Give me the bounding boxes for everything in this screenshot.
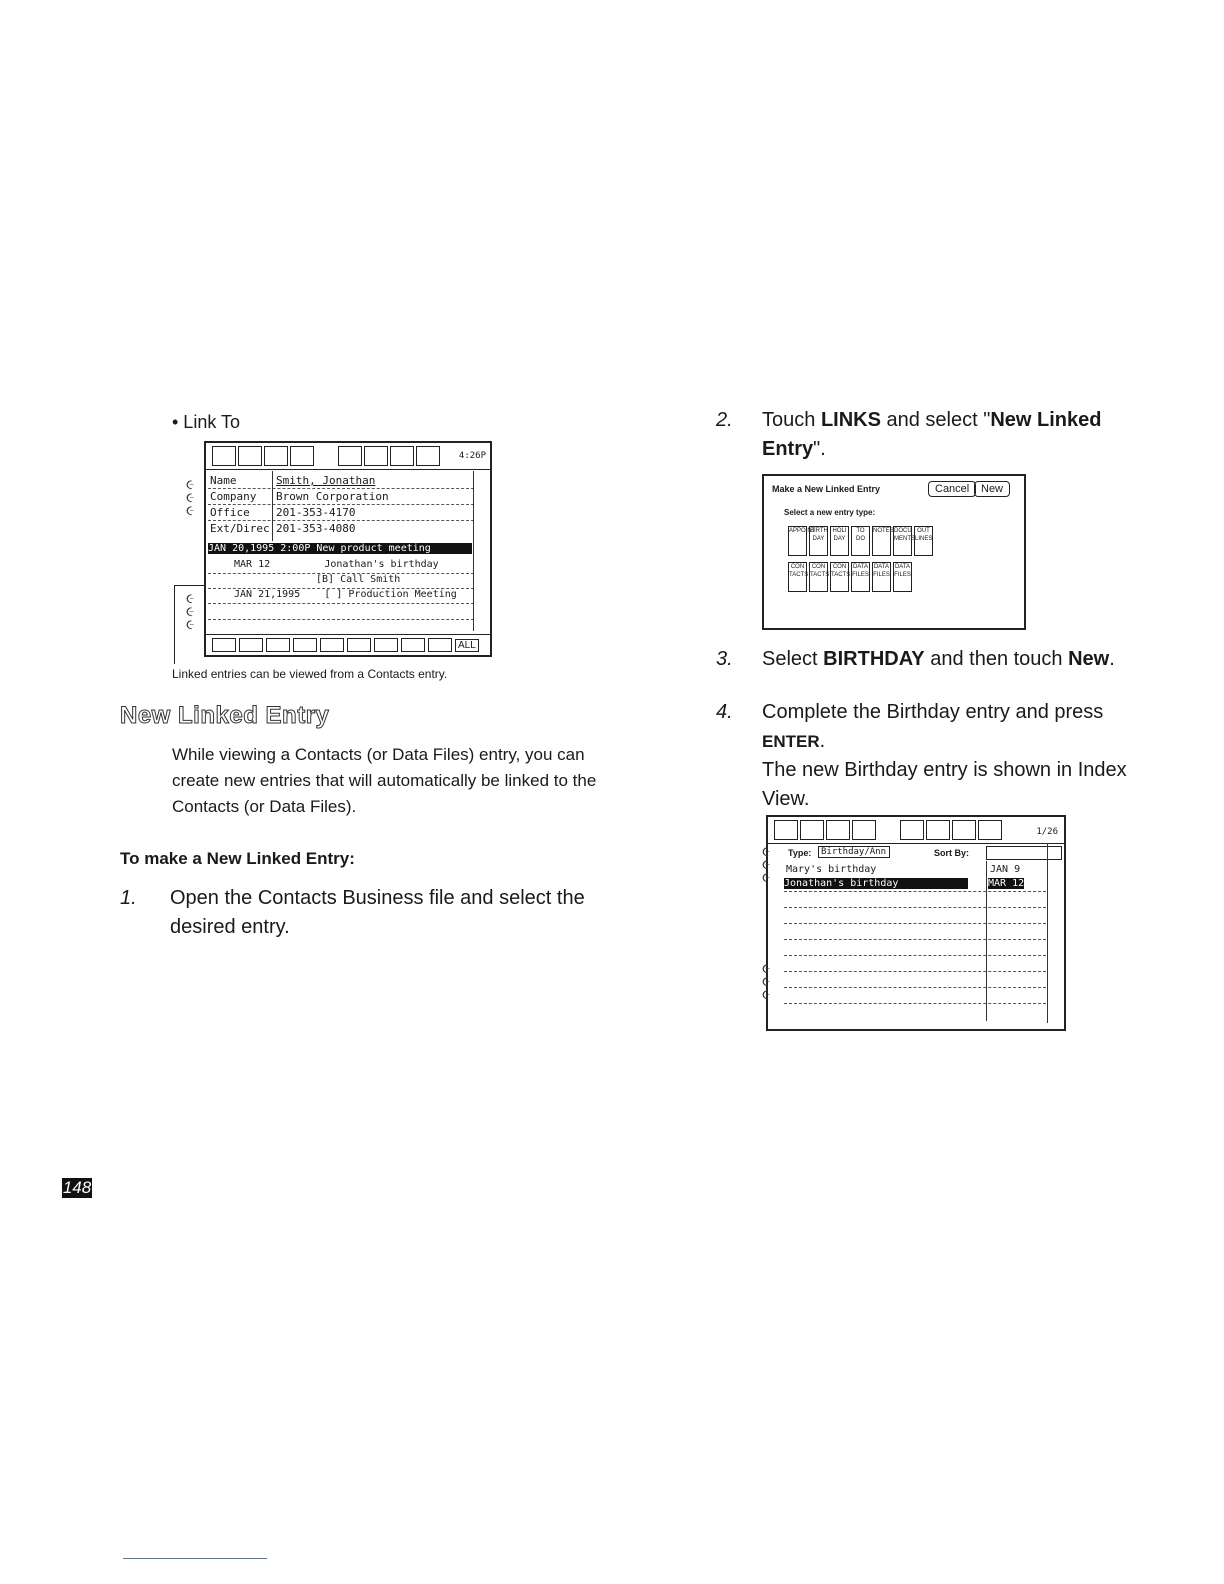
todo-icon	[293, 638, 317, 652]
step-number: 3.	[716, 648, 733, 670]
callout-bracket	[174, 585, 205, 664]
field-ext-label: Ext/Direc	[210, 522, 270, 535]
datafiles-icon	[347, 638, 371, 652]
contacts-entry-screenshot: 4:26P Name Smith, Jonathan Company Brown…	[204, 441, 492, 657]
scrollbar	[473, 471, 490, 631]
links-icon	[826, 820, 850, 840]
index-icon	[212, 446, 236, 466]
scrollbar	[1047, 843, 1064, 1023]
page-number: 148	[62, 1178, 92, 1198]
contacts-type-icon: CON TACTS	[788, 562, 808, 592]
step-number: 4.	[716, 701, 733, 723]
documents-type-icon: DOCU MENTS	[893, 526, 915, 556]
section-heading: New Linked Entry	[119, 702, 330, 730]
clock: 4:26P	[458, 451, 486, 461]
file-icon	[390, 446, 414, 466]
all-filter: ALL	[455, 638, 479, 652]
todo-type-icon: TO DO	[851, 526, 870, 556]
field-company-label: Company	[210, 490, 257, 503]
link-row: JAN 21,1995 [ ] Production Meeting	[234, 589, 457, 600]
toolbar: 4:26P	[206, 443, 490, 470]
appointment-type-icon: APPOINT	[788, 526, 815, 556]
send-icon	[416, 446, 440, 466]
notes-icon	[374, 638, 398, 652]
list-item-date: MAR 12	[988, 878, 1025, 889]
birthday-type-icon: BIRTH DAY	[809, 526, 828, 556]
new-linked-entry-dialog-screenshot: Make a New Linked Entry Cancel New Selec…	[762, 474, 1026, 630]
toolbar: 1/26	[768, 817, 1064, 844]
notes-type-icon: NOTES	[872, 526, 894, 556]
new-button: New	[974, 481, 1011, 497]
appointment-icon	[212, 638, 236, 652]
linked-icon	[364, 446, 388, 466]
outlines-icon	[428, 638, 452, 652]
cancel-button: Cancel	[928, 481, 977, 497]
figure-caption: Linked entries can be viewed from a Cont…	[172, 667, 448, 681]
dialog-title: Make a New Linked Entry	[772, 484, 881, 494]
filter-icon	[800, 820, 824, 840]
field-name-value: Smith, Jonathan	[276, 474, 376, 487]
field-office-label: Office	[210, 506, 250, 519]
links-icon	[264, 446, 288, 466]
linked-icon	[926, 820, 950, 840]
setup-icon	[852, 820, 876, 840]
edit-icon	[900, 820, 924, 840]
step-number: 1.	[120, 887, 137, 909]
divider	[123, 1558, 267, 1559]
holiday-icon	[266, 638, 290, 652]
index-view-screenshot: 1/26 Type: Birthday/Ann Sort By: Mary's …	[766, 815, 1066, 1031]
list-item-date: JAN 9	[990, 864, 1021, 875]
holiday-type-icon: HOLI DAY	[830, 526, 849, 556]
step-3-text: Select BIRTHDAY and then touch New.	[762, 648, 1115, 670]
step-4-text: Complete the Birthday entry and press EN…	[762, 701, 1127, 810]
documents-icon	[401, 638, 425, 652]
datafiles-type-icon: DATA FILES	[893, 562, 912, 592]
list-item: Mary's birthday	[786, 864, 877, 875]
step-1-text: Open the Contacts Business file and sele…	[170, 887, 585, 938]
intro-paragraph: While viewing a Contacts (or Data Files)…	[172, 745, 597, 816]
file-icon	[952, 820, 976, 840]
contacts-icon	[320, 638, 344, 652]
sort-label: Sort By:	[934, 848, 970, 858]
link-row: [B] Call Smith	[316, 574, 401, 585]
step-number: 2.	[716, 409, 733, 431]
filter-icon	[238, 446, 262, 466]
procedure-heading: To make a New Linked Entry:	[120, 849, 355, 868]
datafiles-type-icon: DATA FILES	[851, 562, 870, 592]
dialog-prompt: Select a new entry type:	[784, 508, 876, 517]
link-to-bullet: • Link To	[172, 412, 241, 432]
outlines-type-icon: OUT LINES	[914, 526, 933, 556]
step-2-text: Touch LINKS and select "New Linked Entry…	[762, 409, 1102, 460]
filter-bar: ALL	[206, 634, 490, 655]
field-ext-value: 201-353-4080	[276, 522, 356, 535]
sort-select	[986, 846, 1062, 860]
contacts-type-icon: CON TACTS	[830, 562, 850, 592]
setup-icon	[290, 446, 314, 466]
edit-icon	[338, 446, 362, 466]
list-item: Jonathan's birthday	[784, 878, 968, 889]
field-name-label: Name	[210, 474, 237, 487]
type-select: Birthday/Ann	[818, 846, 890, 858]
link-row: MAR 12 Jonathan's birthday	[234, 559, 439, 570]
field-company-value: Brown Corporation	[276, 490, 389, 503]
record-counter: 1/26	[1036, 827, 1058, 837]
field-office-value: 201-353-4170	[276, 506, 356, 519]
link-row: JAN 20,1995 2:00P New product meeting	[208, 543, 472, 554]
views-icon	[774, 820, 798, 840]
datafiles-type-icon: DATA FILES	[872, 562, 891, 592]
birthday-icon	[239, 638, 263, 652]
contacts-type-icon: CON TACTS	[809, 562, 829, 592]
send-icon	[978, 820, 1002, 840]
type-label: Type:	[788, 848, 812, 858]
